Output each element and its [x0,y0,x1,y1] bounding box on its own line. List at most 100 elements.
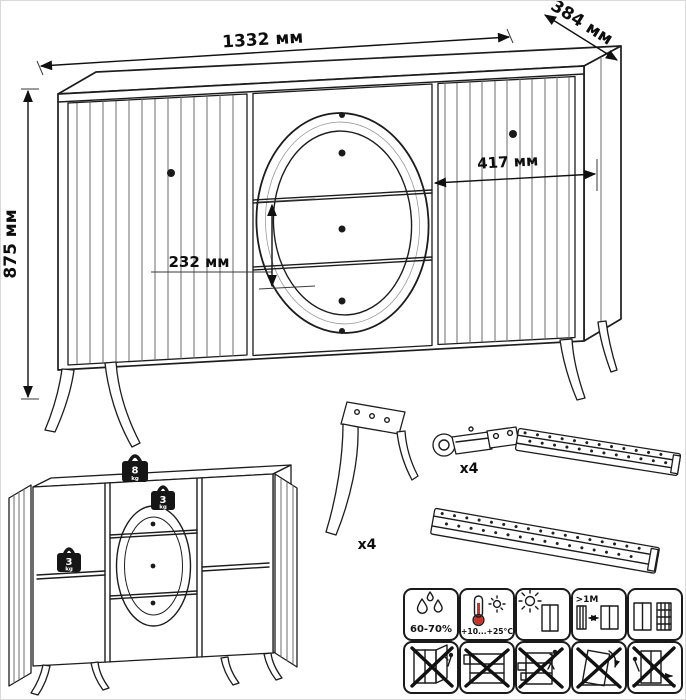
slide-body [514,427,682,477]
left-door-flutes [76,95,234,364]
pulled-drawer-1 [517,662,527,671]
open-leg-3 [220,656,240,686]
open-left-door [8,484,32,687]
slide-rails [515,434,681,470]
hinge-arm [451,431,493,455]
left-door-knob [167,169,175,177]
tilted-cabinet-pictogram [581,649,611,687]
drawer-lines [469,663,505,674]
width-dimension-label: 1332 мм [222,28,304,53]
leg-front-right [559,338,586,401]
hinge-arm-line [455,437,490,443]
figure-body [634,660,640,672]
door-width-label: 417 мм [477,151,539,172]
dimension-drawer-height: 232 мм [151,198,316,290]
open-cabinet-front [32,473,274,667]
width-arrow [39,32,511,71]
leg-blade [325,423,359,536]
hinge-screw-1 [492,432,500,440]
slide-ball-row-2 [444,522,645,561]
drawer-knob-middle [338,225,346,233]
do-not-drag-icon [627,641,683,694]
open-leg-2 [90,661,110,691]
open-knob-middle [150,563,156,569]
weight-handle [127,454,143,465]
no-direct-sunlight-icon [515,588,571,641]
oval-screw-top [339,112,345,118]
plate-hole-2 [369,413,376,420]
right-shelf [201,562,270,572]
tipping-arrow [608,650,621,668]
open-cabinet-drawing: 8 kg 3 kg 3 kg [8,454,298,696]
water-drop-1 [416,598,428,614]
icon-cell [627,588,683,641]
radiator-fins [579,605,584,630]
open-drawer-gaps [109,529,198,600]
wall-grid [656,602,672,631]
depth-arrow [543,14,619,61]
weight-body [57,553,81,572]
leg-front-left [44,368,75,433]
oval-frame-mid [265,121,420,325]
prohibition-x [632,646,676,688]
chest-pictogram [469,653,505,684]
weight-body [122,461,148,482]
prohibition-x [410,646,454,688]
dimension-height: 875 мм [1,88,39,400]
distance-label: >1M [576,595,599,605]
leg-quantity-label: x4 [358,537,377,553]
sun-small-rays [488,595,506,613]
heat-source-distance-icon: >1M [571,588,627,641]
max-load-drawer-weight: 3 kg [151,485,175,511]
sun [524,595,536,607]
slide-end-cap [670,454,682,475]
drawer-ext-top [258,198,316,203]
open-right-door-flutes [280,478,294,664]
dimension-door-width: 417 мм [433,151,598,191]
open-knob-top [150,521,156,527]
right-door-flutes [444,77,570,344]
humidity-range-label: 60-70% [410,624,452,635]
figure-body [444,656,452,667]
slide-end-cap [646,547,659,572]
weight-value: 3 [160,495,167,506]
drawer-slide-upper [514,427,682,477]
depth-dimension-label: 384 мм [547,1,616,50]
oval-frame-outer [255,112,430,334]
open-drawer-pictogram [463,654,471,665]
prohibition-x [464,648,510,688]
slide-ball-row-1 [523,431,675,458]
temperature-range-label: +10...+25°C [461,627,513,636]
open-left-door-flutes [13,489,25,683]
humidity-icon: 60-70% [403,588,459,641]
sun-small [492,599,502,609]
width-ext-left [36,60,44,76]
drawer-slide-lower [430,507,660,574]
water-drop-2 [433,599,443,613]
thermometer-bulb [473,615,484,625]
radiator-pictogram [576,605,587,630]
drawer-height-label: 232 мм [168,253,229,271]
hinge-screw-2 [506,429,514,437]
care-icon-grid: 60-70% +10...+25°C >1M [403,588,683,694]
thermometer-bulb-outline [472,613,485,627]
do-not-hang-on-doors-icon [403,641,459,694]
thermometer-column [477,603,480,617]
weight-value: 8 [132,466,139,477]
tipping-hazard-icon [571,641,627,694]
leg-back-left [104,361,141,448]
drawer-knob-bottom [338,297,346,305]
open-right-door [274,473,298,668]
do-not-climb-on-drawers-icon [515,641,571,694]
open-knob-bottom [150,600,156,606]
leg-back-right [597,320,618,373]
main-cabinet-drawing [44,45,622,448]
cabinet-right-side [583,45,622,342]
figure-head [448,652,454,658]
figure-head [632,656,638,662]
left-shelf [36,570,106,580]
sun-rays [518,589,542,613]
drawer-gap-lines [252,189,433,271]
oval-screw-bottom [339,328,345,334]
max-load-top-weight: 8 kg [122,454,148,482]
